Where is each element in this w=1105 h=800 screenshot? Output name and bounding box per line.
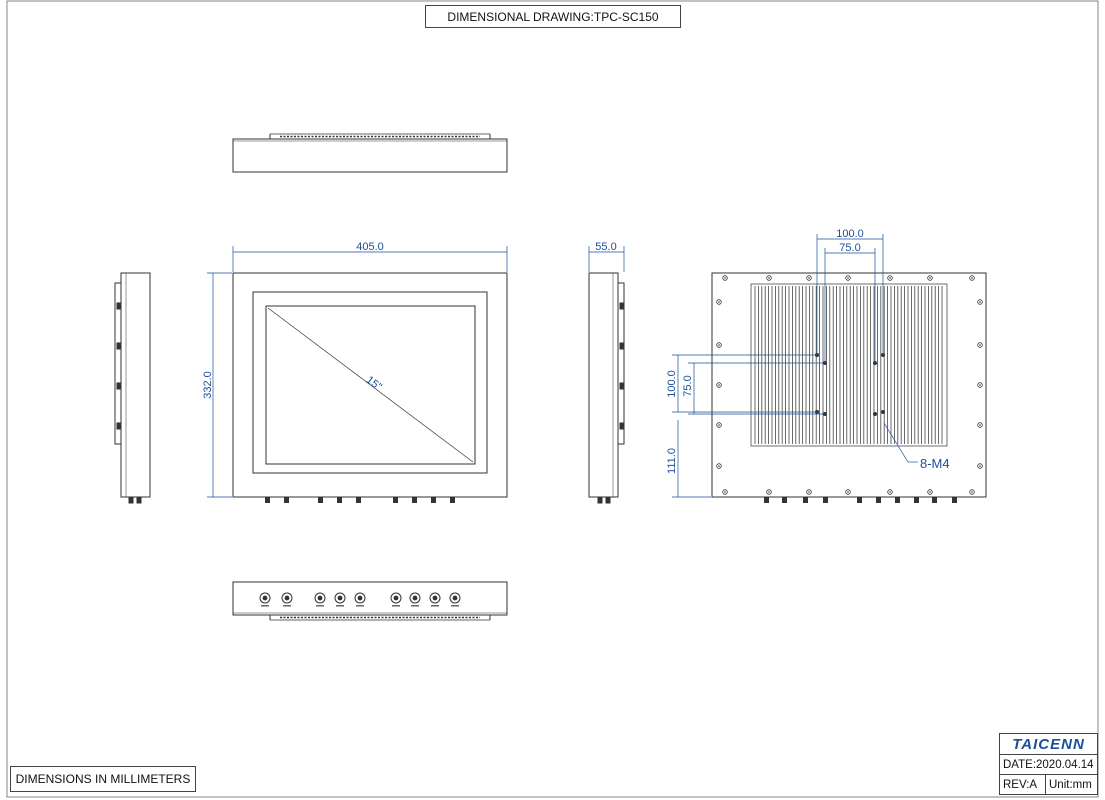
vesa-offset-dimension: 111.0 [666,448,678,474]
rear-screws [716,275,983,495]
vesa-inner-h-dimension: 75.0 [839,242,860,254]
vesa-inner-v-dimension: 75.0 [682,375,694,396]
vesa-holes [815,353,885,416]
io-ports [259,592,461,607]
front-dimensions [207,246,508,498]
diagonal-label: 15" [364,374,384,393]
drawing-title: DIMENSIONAL DRAWING:TPC-SC150 [425,5,681,28]
right-side-view [588,272,625,504]
rev-unit-row: REV:A Unit:mm [1000,775,1097,794]
top-view [232,133,508,173]
revision-label: REV:A [1000,775,1046,794]
unit-label: Unit:mm [1049,778,1092,791]
company-logo: TAICENN [1000,734,1097,755]
depth-dimension-lines [588,246,625,272]
title-block: TAICENN DATE:2020.04.14 REV:A Unit:mm [999,733,1098,795]
rear-view [711,272,987,498]
front-view [232,272,508,503]
depth-dimension: 55.0 [595,241,616,253]
bottom-view [232,581,508,621]
rear-connectors [764,497,957,503]
units-note: DIMENSIONS IN MILLIMETERS [10,766,196,792]
left-side-view [114,272,151,504]
vesa-outer-h-dimension: 100.0 [836,228,864,240]
rear-dimensions [672,234,918,498]
date-label: DATE:2020.04.14 [1000,755,1097,775]
heatsink-fins [754,286,943,444]
sheet-border [6,0,1099,798]
vesa-outer-v-dimension: 100.0 [666,370,678,398]
height-dimension: 332.0 [202,371,214,399]
width-dimension: 405.0 [356,241,384,253]
screw-callout: 8-M4 [920,456,950,471]
